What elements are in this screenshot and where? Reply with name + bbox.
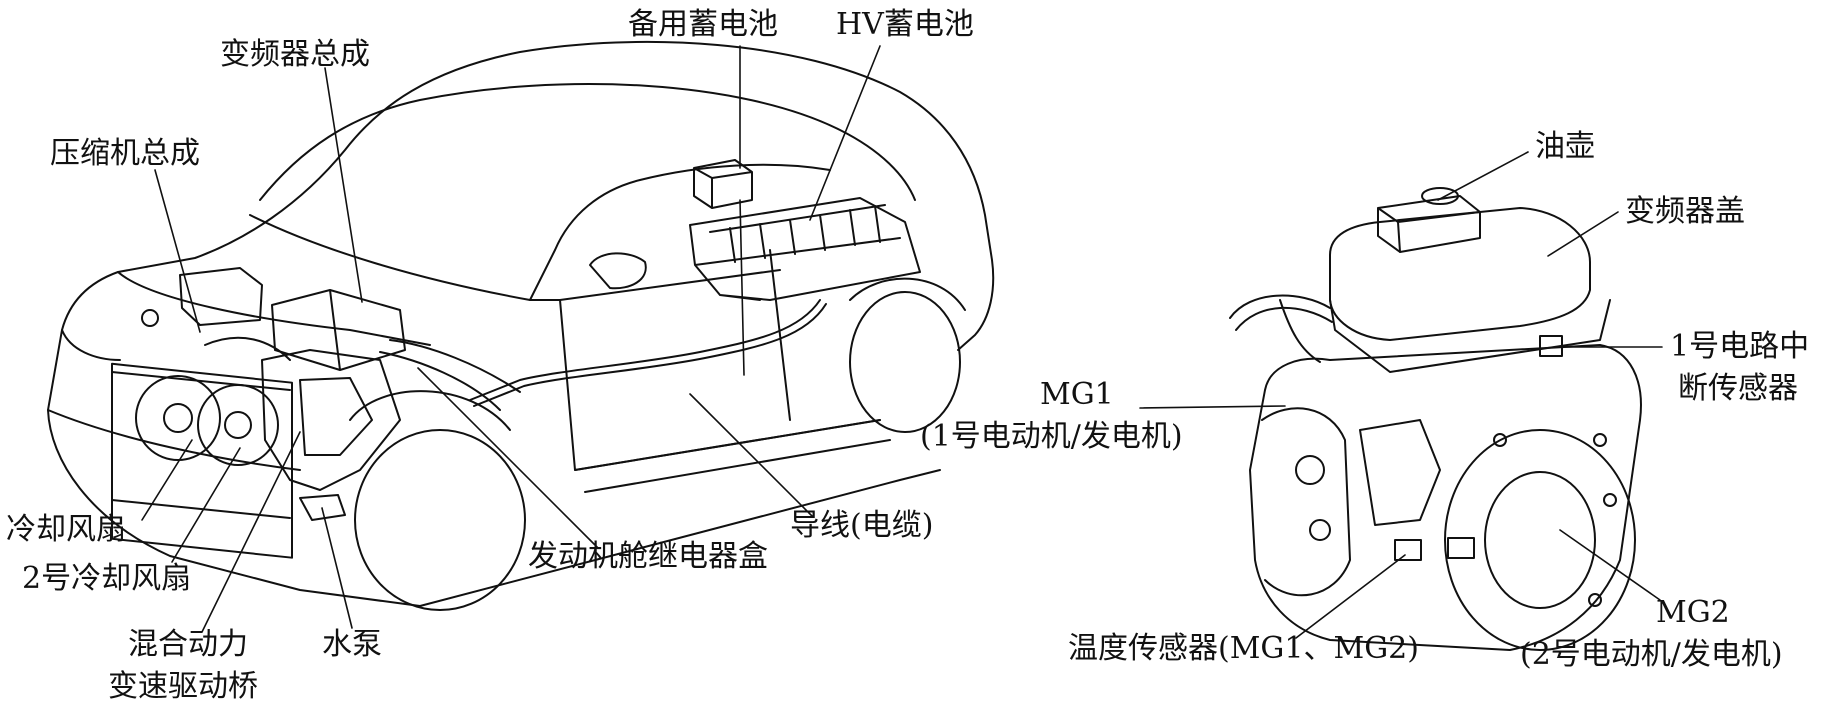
cooling-fan-1	[136, 376, 220, 460]
label-oil-reservoir: 油壶	[1535, 129, 1595, 164]
temp-sensor-connector-1	[1395, 540, 1421, 560]
rocker-panel	[575, 420, 890, 492]
label-transaxle-line1: 混合动力	[128, 627, 248, 662]
leader-mg1	[1140, 406, 1285, 408]
leader-oil-reservoir	[1438, 152, 1528, 200]
hybrid-car-drawing	[48, 42, 993, 610]
front-bumper	[48, 330, 300, 470]
label-mg2-line2: (2号电动机/发电机)	[1520, 637, 1783, 672]
label-water-pump: 水泵	[322, 627, 382, 662]
label-cooling-fan-2: 2号冷却风扇	[22, 561, 192, 596]
mg2-housing	[1445, 430, 1635, 650]
leader-wire-cable	[690, 394, 812, 516]
cooling-fan-2	[198, 385, 278, 465]
hv-cable	[470, 300, 820, 400]
door-lines	[530, 165, 880, 470]
radiator	[112, 364, 292, 558]
leader-mg2	[1560, 530, 1660, 600]
leader-inverter-cover	[1548, 212, 1618, 256]
rear-wheel	[850, 292, 960, 432]
label-mg2-line1: MG2	[1656, 595, 1730, 630]
car-body-outline	[48, 42, 993, 606]
transaxle-housing	[1250, 345, 1641, 650]
car-roof-line	[260, 84, 915, 200]
leader-transaxle	[202, 432, 300, 632]
leader-cooling-fan	[142, 440, 192, 520]
oil-reservoir	[1378, 196, 1480, 252]
unit-hoses	[1230, 296, 1332, 362]
car-leader-lines	[142, 46, 880, 632]
label-inverter-assembly: 变频器总成	[220, 37, 370, 72]
unit-leader-lines	[1140, 152, 1662, 638]
water-pump-part	[300, 495, 345, 520]
label-transaxle-line2: 变速驱动桥	[108, 669, 258, 704]
windshield-base	[250, 215, 560, 300]
backup-battery	[694, 160, 752, 208]
label-hv-battery: HV蓄电池	[836, 7, 974, 42]
label-mg1-line2: (1号电动机/发电机)	[920, 419, 1183, 454]
label-compressor-assembly: 压缩机总成	[50, 136, 200, 171]
label-engine-relay-box: 发动机舱继电器盒	[528, 539, 768, 574]
temp-sensor-connector-2	[1448, 538, 1474, 558]
leader-inverter-assembly	[325, 68, 362, 302]
label-breaker-sensor-line2: 断传感器	[1678, 371, 1798, 406]
mg1-housing	[1262, 408, 1350, 595]
label-temp-sensor: 温度传感器(MG1、MG2)	[1068, 631, 1419, 666]
leader-relay-box	[418, 368, 598, 548]
label-backup-battery: 备用蓄电池	[628, 7, 778, 42]
hood-edge	[118, 272, 430, 345]
label-inverter-cover: 变频器盖	[1625, 194, 1745, 229]
inverter-cover-shape	[1330, 208, 1590, 340]
front-aux-box	[180, 268, 262, 325]
label-cooling-fan: 冷却风扇	[6, 512, 126, 547]
transaxle-unit-drawing	[1230, 188, 1641, 650]
front-wheel	[355, 430, 525, 610]
label-wire-cable: 导线(电缆)	[790, 508, 934, 543]
leader-cooling-fan-2	[172, 448, 240, 562]
label-mg1-line1: MG1	[1040, 377, 1114, 412]
breaker-sensor-part	[1540, 336, 1562, 356]
leader-hv-battery	[810, 46, 880, 220]
leader-water-pump	[322, 508, 352, 628]
leader-compressor	[155, 170, 200, 332]
hv-battery-pack	[690, 198, 920, 300]
inverter-box	[272, 290, 405, 370]
engine-transaxle	[262, 350, 400, 490]
leader-temp-sensor	[1296, 555, 1405, 638]
side-mirror	[590, 253, 646, 288]
label-breaker-sensor-line1: 1号电路中	[1670, 329, 1810, 364]
